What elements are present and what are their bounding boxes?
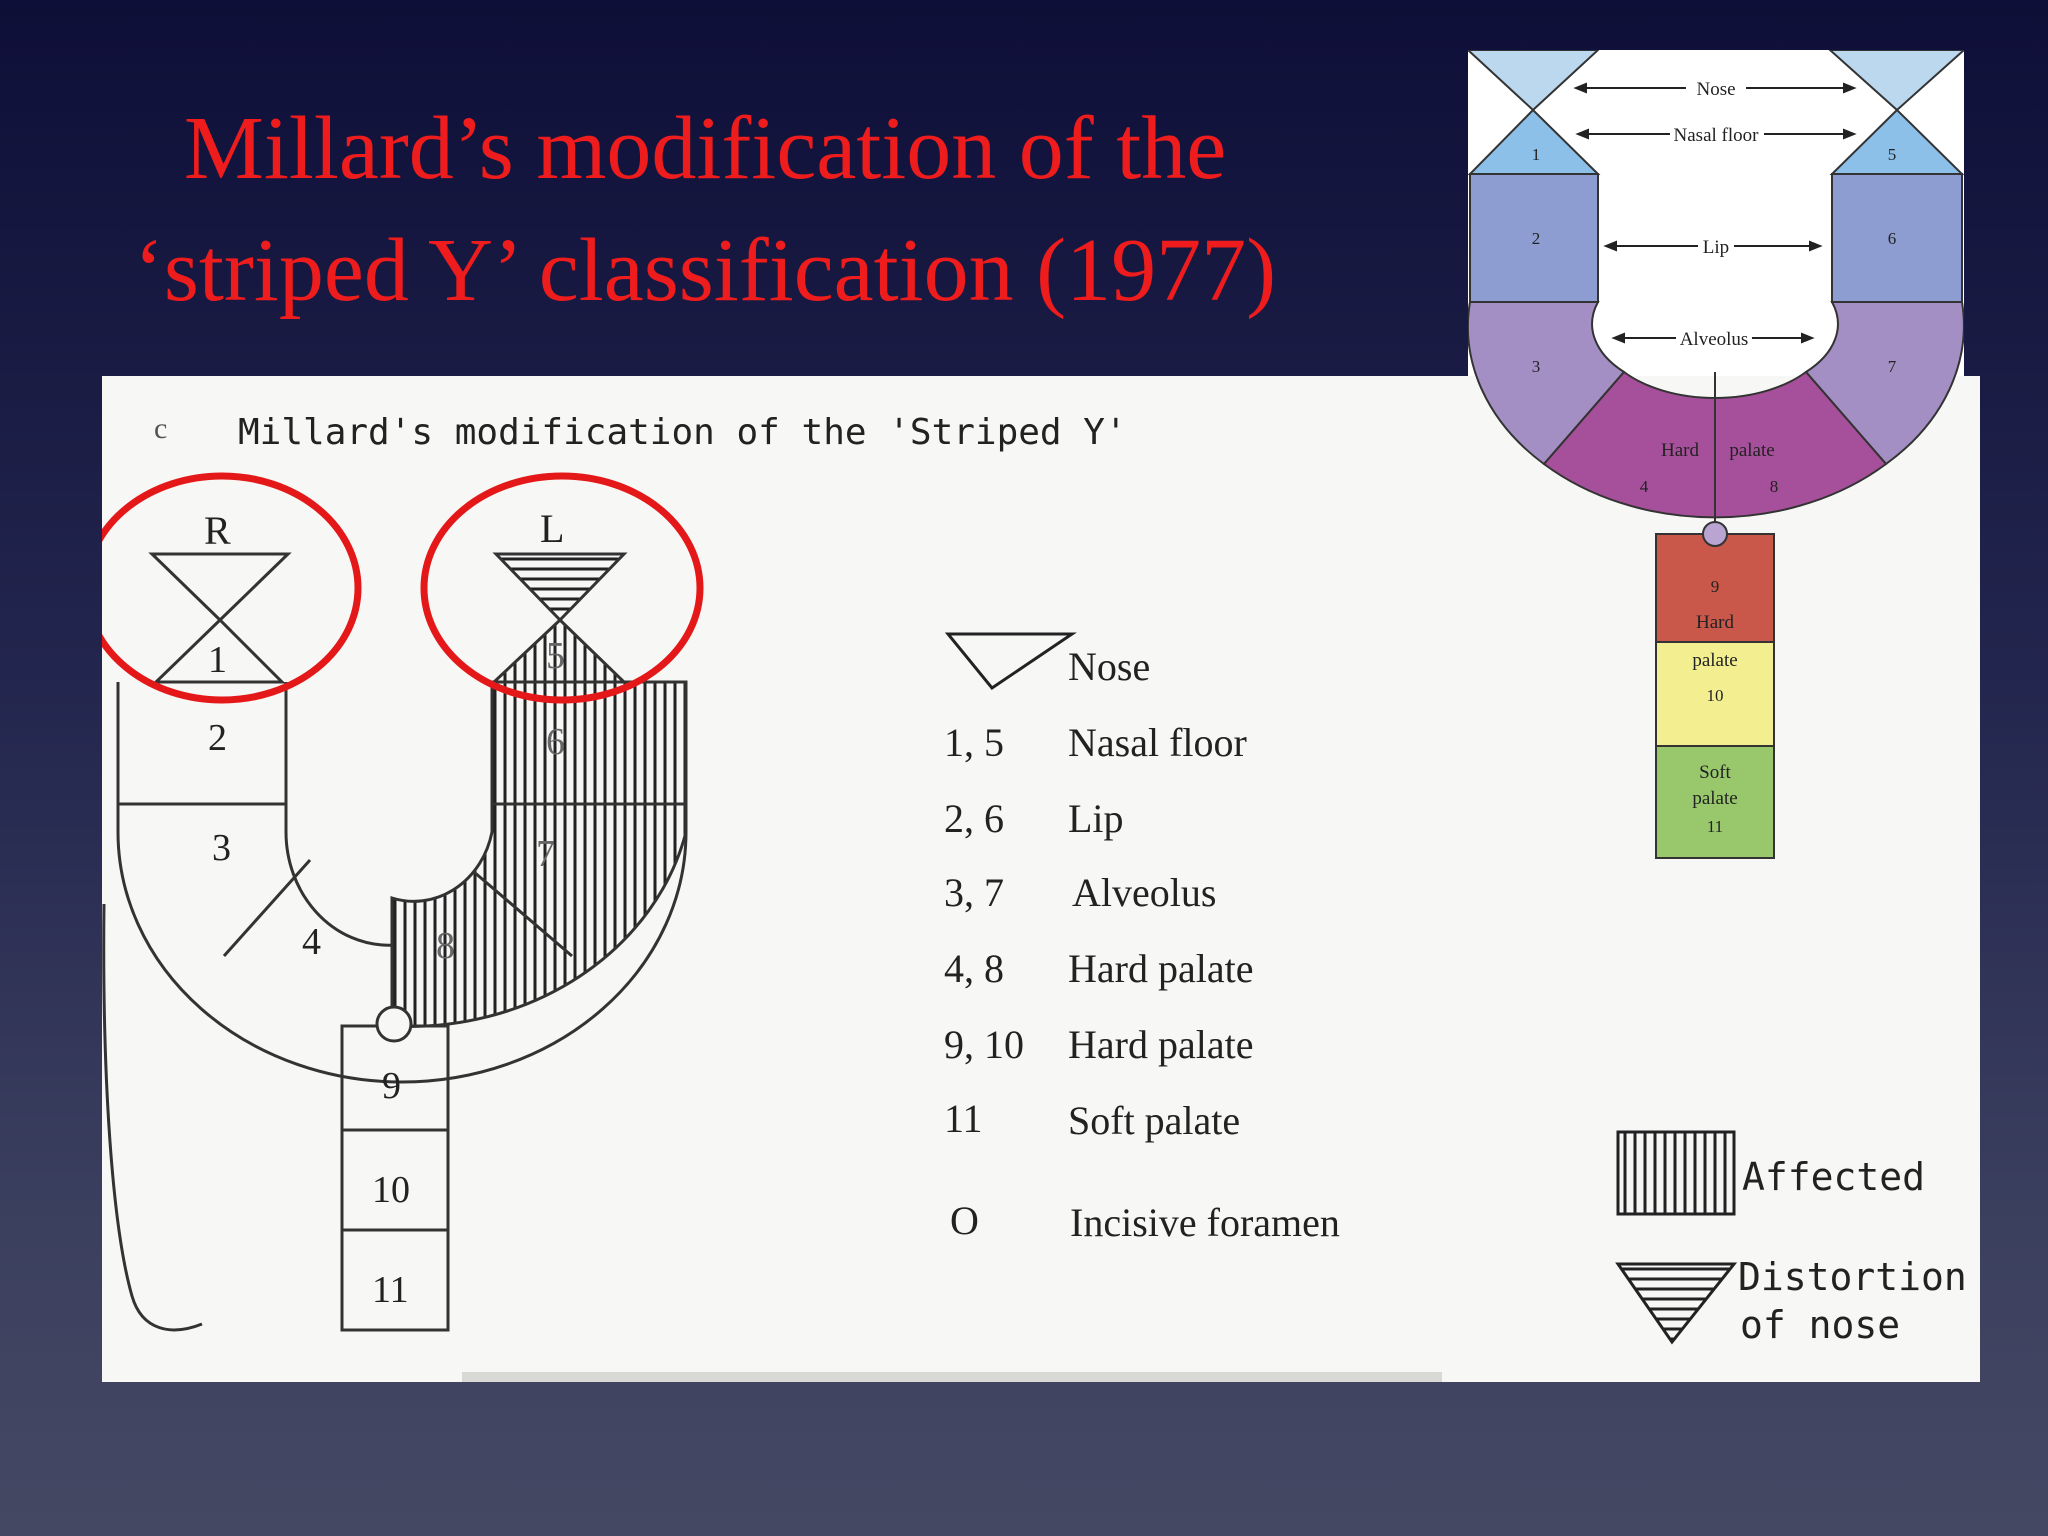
legend-nasal-floor-label: Nasal floor (1068, 720, 1247, 765)
legend-code-alveolus: 3, 7 (944, 870, 1004, 915)
segment-label-4: 4 (302, 921, 321, 963)
scan-caption-prefix: c (154, 412, 167, 445)
legend-hard-palate-primary-label: Hard palate (1068, 946, 1253, 991)
inset-label-nose: Nose (1696, 79, 1735, 100)
inset-number-10: 10 (1707, 686, 1724, 705)
slide-title-line-1: Millard’s modification of the (183, 99, 1227, 198)
segment-label-5: 5 (546, 635, 565, 677)
inset-number-11: 11 (1707, 817, 1723, 836)
key-affected-label: Affected (1742, 1155, 1925, 1199)
inset-label-palate-right: palate (1729, 440, 1774, 461)
segment-6-7-8-affected (390, 680, 688, 1028)
inset-label-hard-stem: Hard (1696, 612, 1734, 633)
segment-label-8: 8 (436, 925, 455, 967)
legend-nose-label: Nose (1068, 644, 1150, 689)
legend-soft-palate-label: Soft palate (1068, 1098, 1240, 1143)
key-distortion-swatch (1615, 1262, 1738, 1345)
inset-segment-10 (1655, 641, 1775, 747)
segment-label-1: 1 (208, 639, 227, 681)
inset-number-9: 9 (1711, 577, 1720, 596)
inset-number-4: 4 (1640, 477, 1649, 496)
legend-incisive-foramen-label: Incisive foramen (1070, 1200, 1340, 1245)
segment-label-9: 9 (382, 1065, 401, 1107)
highlight-circle-left (420, 472, 704, 704)
nose-right-triangle (148, 552, 292, 623)
inset-number-5: 5 (1888, 145, 1897, 164)
scan-caption: Millard's modification of the 'Striped Y… (238, 412, 1127, 453)
inset-segment-11 (1655, 745, 1775, 859)
slide-title: Millard’s modification of the ‘striped Y… (60, 88, 1350, 332)
inset-label-palate-soft: palate (1692, 788, 1737, 809)
legend-code-lip: 2, 6 (944, 796, 1004, 841)
key-distortion-label-2: of nose (1740, 1303, 1900, 1347)
inset-segment-6 (1831, 173, 1963, 303)
inset-number-2: 2 (1532, 229, 1541, 248)
legend-alveolus-label: Alveolus (1072, 870, 1216, 915)
scan-bottom-edge (462, 1372, 1442, 1382)
pen-stroke (102, 903, 203, 1332)
inset-incisive-foramen (1702, 521, 1728, 547)
legend-code-hard-palate-secondary: 9, 10 (944, 1022, 1024, 1067)
inset-number-8: 8 (1770, 477, 1779, 496)
inset-label-palate-stem: palate (1692, 650, 1737, 671)
segment-label-6: 6 (546, 721, 565, 763)
inset-label-hard-left: Hard (1661, 440, 1699, 461)
side-label-r: R (204, 508, 231, 553)
inset-number-7: 7 (1888, 357, 1897, 376)
legend-code-incisive-foramen: O (950, 1198, 979, 1243)
segment-1 (152, 617, 286, 684)
legend-hard-palate-secondary-label: Hard palate (1068, 1022, 1253, 1067)
segment-label-2: 2 (208, 717, 227, 759)
inset-number-6: 6 (1888, 229, 1897, 248)
inset-number-3: 3 (1532, 357, 1541, 376)
key-affected-swatch (1616, 1130, 1736, 1216)
inset-label-alveolus: Alveolus (1680, 329, 1749, 350)
segment-label-3: 3 (212, 827, 231, 869)
inset-label-lip: Lip (1703, 237, 1729, 258)
legend-code-nasal-floor: 1, 5 (944, 720, 1004, 765)
key-distortion-label-1: Distortion (1738, 1255, 1967, 1299)
inset-label-nasal-floor: Nasal floor (1674, 125, 1760, 146)
inset-number-1: 1 (1532, 145, 1541, 164)
legend-lip-label: Lip (1068, 796, 1124, 841)
segment-label-10: 10 (372, 1169, 410, 1211)
colored-inset-diagram: Nose Nasal floor Lip Alveolus Hard palat… (1468, 50, 1964, 860)
slide-title-line-2: ‘striped Y’ classification (1977) (133, 221, 1277, 320)
inset-label-soft: Soft (1699, 762, 1731, 783)
segment-label-11: 11 (372, 1269, 409, 1311)
nose-left-distortion-triangle (492, 552, 628, 623)
legend-nose-icon (944, 632, 1077, 691)
legend-code-soft-palate: 11 (944, 1096, 983, 1141)
incisive-foramen-circle (375, 1005, 413, 1043)
inset-segment-2 (1469, 173, 1599, 303)
legend-code-hard-palate-primary: 4, 8 (944, 946, 1004, 991)
side-label-l: L (540, 506, 564, 551)
inset-nose-right (1468, 50, 1600, 112)
segment-11-box (340, 1228, 450, 1332)
colored-y-diagram: Nose Nasal floor Lip Alveolus Hard palat… (1468, 50, 1964, 859)
inset-nose-left (1828, 50, 1964, 112)
inset-segment-9 (1655, 533, 1775, 643)
highlight-circle-right (102, 472, 362, 704)
segment-label-7: 7 (536, 833, 555, 875)
striped-y-diagram: c Millard's modification of the 'Striped… (102, 412, 1967, 1382)
segment-5 (490, 617, 628, 684)
